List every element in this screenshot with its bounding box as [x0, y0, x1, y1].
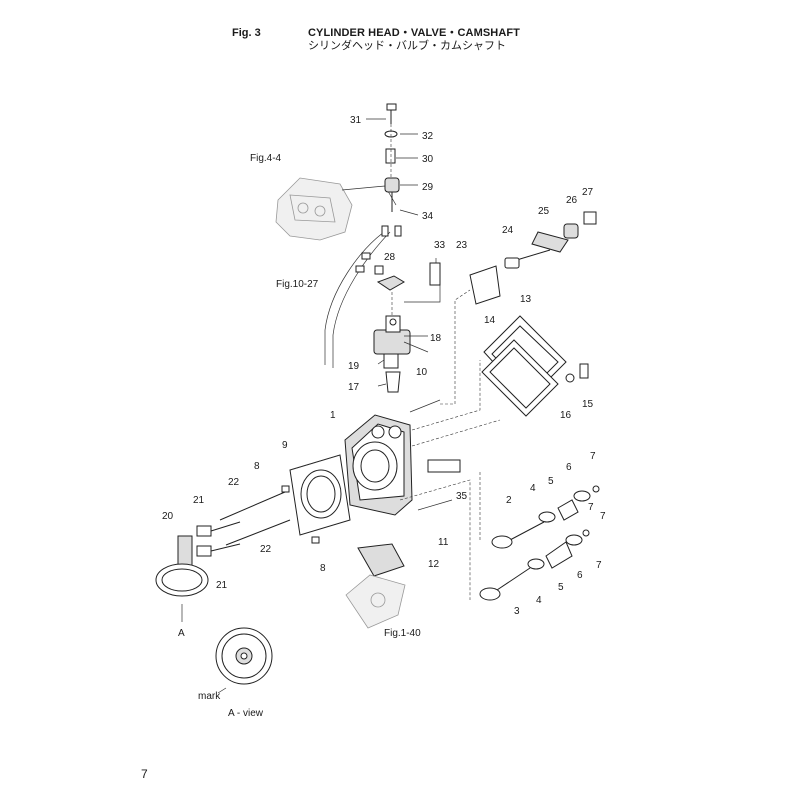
- callout-labels: 31 32 30 29 34 33 28 18 19 17 10 1 9 8 2…: [162, 115, 606, 617]
- callout-21a: 21: [193, 495, 205, 506]
- view-arrow-label: A: [178, 628, 185, 639]
- callout-16: 16: [560, 410, 572, 421]
- callout-31: 31: [350, 115, 362, 126]
- callout-25: 25: [538, 206, 550, 217]
- ref-fig-10-27: Fig.10-27: [276, 279, 319, 290]
- callout-35: 35: [456, 491, 468, 502]
- breather-cover-assembly: [469, 211, 597, 305]
- ref-fig-1-40: Fig.1-40: [384, 628, 421, 639]
- a-view-gear: [181, 604, 273, 694]
- governor-block-assembly: [373, 258, 441, 393]
- callout-1: 1: [330, 410, 336, 421]
- callout-22a: 22: [228, 477, 240, 488]
- reference-labels: Fig.4-4 Fig.10-27 Fig.1-40 A mark A - vi…: [178, 153, 421, 719]
- callout-13: 13: [520, 294, 532, 305]
- callout-32: 32: [422, 131, 434, 142]
- callout-6b: 6: [577, 570, 583, 581]
- callout-15: 15: [582, 399, 594, 410]
- callout-2: 2: [506, 495, 512, 506]
- callout-12: 12: [428, 559, 440, 570]
- callout-7d: 7: [596, 560, 602, 571]
- callout-8b: 8: [320, 563, 326, 574]
- cylinder-head-body: [344, 399, 461, 516]
- callout-23: 23: [456, 240, 468, 251]
- callout-7a: 7: [590, 451, 596, 462]
- callout-19: 19: [348, 361, 360, 372]
- callout-3: 3: [514, 606, 520, 617]
- callout-8a: 8: [254, 461, 260, 472]
- head-bolts-and-dowels: [219, 485, 320, 546]
- page-number: 7: [141, 767, 148, 781]
- callout-6a: 6: [566, 462, 572, 473]
- callout-21b: 21: [216, 580, 228, 591]
- a-view-label: A - view: [228, 708, 264, 719]
- callout-4a: 4: [530, 483, 536, 494]
- valve-train-exhaust: [491, 485, 600, 549]
- callout-20: 20: [162, 511, 174, 522]
- leader-lines: [366, 118, 429, 387]
- callout-27: 27: [582, 187, 594, 198]
- callout-22b: 22: [260, 544, 272, 555]
- callout-29: 29: [422, 182, 434, 193]
- callout-7b: 7: [588, 502, 594, 513]
- callout-10: 10: [416, 367, 428, 378]
- callout-33: 33: [434, 240, 446, 251]
- ref-fig-4-4: Fig.4-4: [250, 153, 282, 164]
- page-subtitle-japanese: シリンダヘッド・バルブ・カムシャフト: [308, 40, 506, 52]
- cylinder-head-gasket: [289, 454, 351, 536]
- callout-28: 28: [384, 252, 396, 263]
- governor-link-stack: [384, 103, 400, 212]
- callout-7c: 7: [600, 511, 606, 522]
- callout-14: 14: [484, 315, 496, 326]
- callout-34: 34: [422, 211, 434, 222]
- callout-18: 18: [430, 333, 442, 344]
- reference-assembly-fig-4-4: [275, 177, 397, 241]
- callout-5a: 5: [548, 476, 554, 487]
- valves-and-camshaft: [155, 521, 241, 597]
- page-title: CYLINDER HEAD・VALVE・CAMSHAFT: [308, 27, 521, 39]
- callout-4b: 4: [536, 595, 542, 606]
- callout-11: 11: [438, 537, 449, 548]
- throttle-cable-assembly: [324, 225, 402, 368]
- valve-train-intake: [479, 529, 590, 601]
- callout-9: 9: [282, 440, 288, 451]
- callout-5b: 5: [558, 582, 564, 593]
- callout-17: 17: [348, 382, 360, 393]
- valve-cover-gasket: [481, 315, 589, 417]
- mark-label: mark: [198, 691, 221, 702]
- assembly-guide-lines: [289, 289, 501, 600]
- callout-30: 30: [422, 154, 434, 165]
- intake-plate-assembly: [345, 543, 406, 629]
- callout-24: 24: [502, 225, 514, 236]
- figure-number: Fig. 3: [232, 27, 261, 39]
- callout-26: 26: [566, 195, 578, 206]
